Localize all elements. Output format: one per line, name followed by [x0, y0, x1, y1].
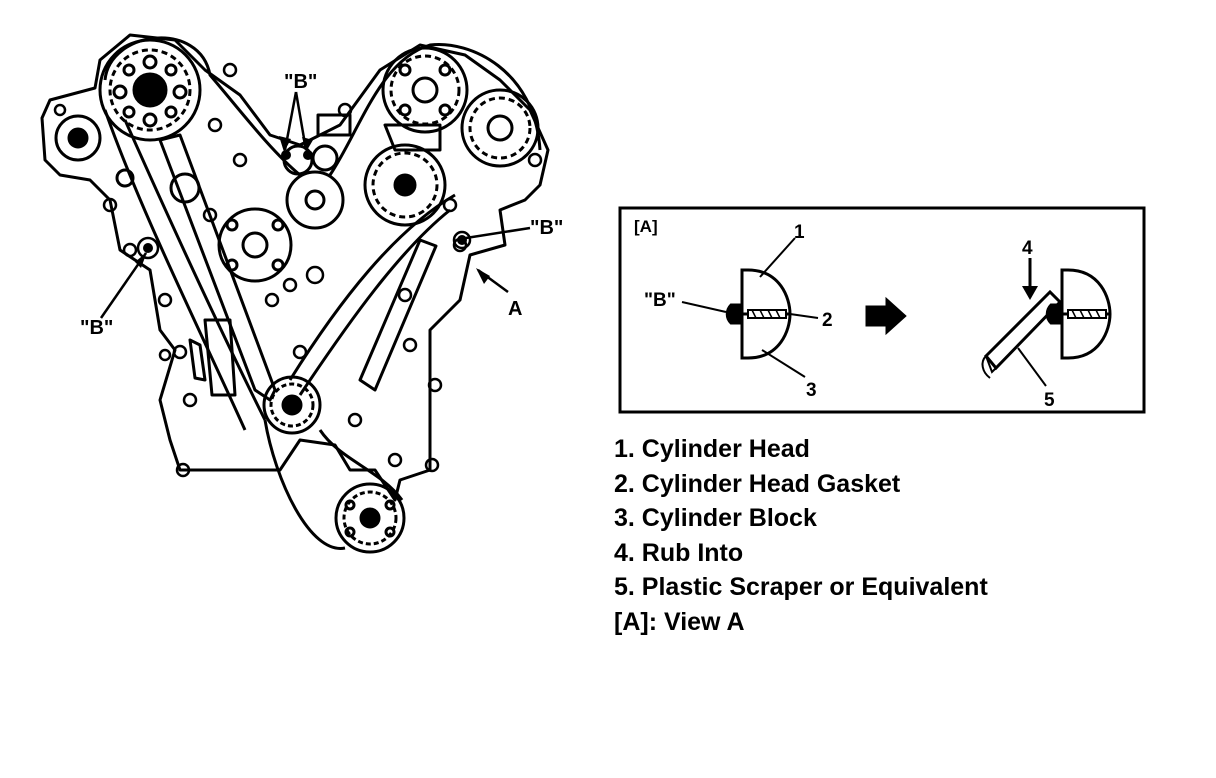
perimeter-bolts: [53, 62, 543, 478]
oil-pump-sprocket: [334, 482, 406, 554]
left-cam-sprocket: [98, 38, 202, 142]
center-right-sprocket: [363, 143, 447, 227]
inset-callout-2: 2: [822, 310, 833, 331]
legend-item: [A]: View A: [614, 607, 745, 636]
inset-callout-5: 5: [1044, 390, 1055, 411]
engine-outline: [40, 33, 550, 502]
right-cam-sprocket: [381, 46, 469, 134]
section-after: [981, 258, 1112, 387]
plastic-scraper: [983, 289, 1063, 371]
inset-view-a: [618, 206, 1146, 414]
engine-front-view: [40, 33, 550, 554]
chain-guide-right: [358, 238, 438, 392]
label-view-a: A: [508, 298, 522, 320]
label-b-left: "B": [80, 317, 113, 339]
legend-list: 1. Cylinder Head 2. Cylinder Head Gasket…: [614, 432, 988, 640]
section-before: [681, 237, 819, 378]
water-pump: [217, 207, 293, 283]
label-b-top: "B": [284, 71, 317, 93]
inset-frame: [618, 206, 1146, 414]
arrow-right-icon: [865, 296, 907, 336]
legend-item: 4. Rub Into: [614, 538, 744, 567]
center-idler: [285, 170, 345, 230]
inset-title: [A]: [634, 217, 658, 236]
sealant-points: [143, 150, 467, 253]
left-idler: [54, 114, 102, 162]
legend-item: 3. Cylinder Block: [614, 504, 817, 533]
inset-callout-4: 4: [1022, 238, 1033, 259]
right-exhaust-sprocket: [460, 88, 540, 168]
inset-callout-3: 3: [806, 380, 817, 401]
legend-item: 5. Plastic Scraper or Equivalent: [614, 573, 988, 602]
legend-item: 2. Cylinder Head Gasket: [614, 469, 901, 498]
inset-callout-1: 1: [794, 222, 805, 243]
inset-label-b: "B": [644, 290, 676, 311]
label-b-right: "B": [530, 217, 563, 239]
legend-item: 1. Cylinder Head: [614, 435, 810, 463]
crank-sprocket: [262, 375, 322, 435]
